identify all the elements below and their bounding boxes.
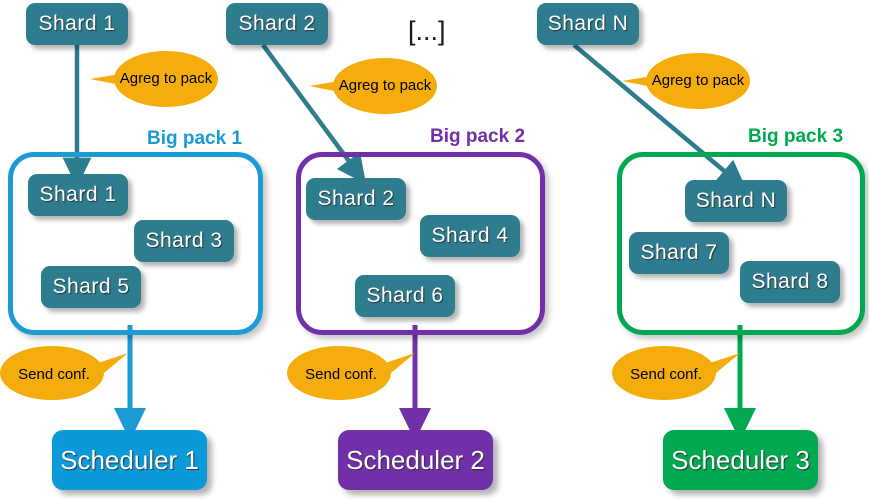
top-shard-1-label: Shard 1 bbox=[38, 12, 116, 35]
big-pack-2[interactable] bbox=[296, 152, 545, 335]
pack-3-shard-8-label: Shard 8 bbox=[751, 270, 829, 293]
callout-send-2[interactable]: Send conf. bbox=[287, 345, 417, 405]
top-shard-1[interactable]: Shard 1 bbox=[26, 3, 128, 45]
top-shard-n[interactable]: Shard N bbox=[537, 3, 639, 45]
ellipsis-label: [...] bbox=[408, 16, 446, 46]
pack-1-label-wrap: Big pack 1 bbox=[147, 128, 242, 150]
scheduler-1-label: Scheduler 1 bbox=[60, 444, 199, 475]
callout-send-bubble-2 bbox=[287, 346, 391, 400]
pack-3-shard-7[interactable]: Shard 7 bbox=[629, 232, 729, 274]
pack-3-shard-n[interactable]: Shard N bbox=[685, 180, 787, 222]
pack-1-shard-1[interactable]: Shard 1 bbox=[28, 174, 128, 216]
pack-3-label-wrap: Big pack 3 bbox=[748, 126, 843, 148]
pack-3-shard-n-label: Shard N bbox=[695, 189, 777, 212]
pack-2-label: Big pack 2 bbox=[430, 126, 526, 147]
pack-2-shard-4[interactable]: Shard 4 bbox=[420, 215, 520, 257]
callout-bubble-2 bbox=[333, 58, 437, 114]
top-shard-n-label: Shard N bbox=[547, 12, 629, 35]
pack-2-shard-2-label: Shard 2 bbox=[317, 187, 395, 210]
pack-2-shard-6-label: Shard 6 bbox=[366, 284, 444, 307]
callout-bubble-1 bbox=[114, 51, 218, 107]
callout-agreg-3[interactable]: Agreg to pack bbox=[620, 50, 750, 112]
callout-agreg-2[interactable]: Agreg to pack bbox=[307, 55, 437, 117]
pack-2-shard-2[interactable]: Shard 2 bbox=[306, 178, 406, 220]
callout-agreg-1[interactable]: Agreg to pack bbox=[88, 48, 218, 110]
pack-3-shard-8[interactable]: Shard 8 bbox=[740, 261, 840, 303]
callout-send-1[interactable]: Send conf. bbox=[0, 345, 130, 405]
callout-send-bubble-3 bbox=[612, 346, 716, 400]
pack-1-label: Big pack 1 bbox=[147, 128, 243, 149]
pack-3-shard-7-label: Shard 7 bbox=[640, 241, 718, 264]
pack-1-shard-1-label: Shard 1 bbox=[39, 183, 117, 206]
scheduler-2[interactable]: Scheduler 2 bbox=[338, 430, 493, 490]
pack-3-label: Big pack 3 bbox=[748, 126, 844, 147]
big-pack-3[interactable] bbox=[617, 152, 865, 335]
ellipsis-marker: [...] bbox=[408, 16, 446, 47]
callout-send-3[interactable]: Send conf. bbox=[612, 345, 742, 405]
pack-1-shard-3-label: Shard 3 bbox=[145, 229, 223, 252]
scheduler-3-label: Scheduler 3 bbox=[671, 444, 810, 475]
pack-2-shard-6[interactable]: Shard 6 bbox=[355, 275, 455, 317]
scheduler-1[interactable]: Scheduler 1 bbox=[52, 430, 207, 490]
scheduler-2-label: Scheduler 2 bbox=[346, 444, 485, 475]
callout-bubble-3 bbox=[646, 53, 750, 109]
scheduler-3[interactable]: Scheduler 3 bbox=[663, 430, 818, 490]
pack-2-label-wrap: Big pack 2 bbox=[430, 126, 525, 148]
callout-send-bubble-1 bbox=[0, 346, 104, 400]
pack-1-shard-3[interactable]: Shard 3 bbox=[134, 220, 234, 262]
top-shard-2-label: Shard 2 bbox=[238, 12, 316, 35]
top-shard-2[interactable]: Shard 2 bbox=[226, 3, 328, 45]
pack-2-shard-4-label: Shard 4 bbox=[431, 224, 509, 247]
arrow-shard2-to-pack2 bbox=[261, 43, 367, 185]
pack-1-shard-5-label: Shard 5 bbox=[52, 275, 130, 298]
arrow-shardn-to-pack3 bbox=[572, 43, 747, 190]
pack-1-shard-5[interactable]: Shard 5 bbox=[41, 266, 141, 308]
big-pack-1[interactable] bbox=[8, 152, 263, 335]
